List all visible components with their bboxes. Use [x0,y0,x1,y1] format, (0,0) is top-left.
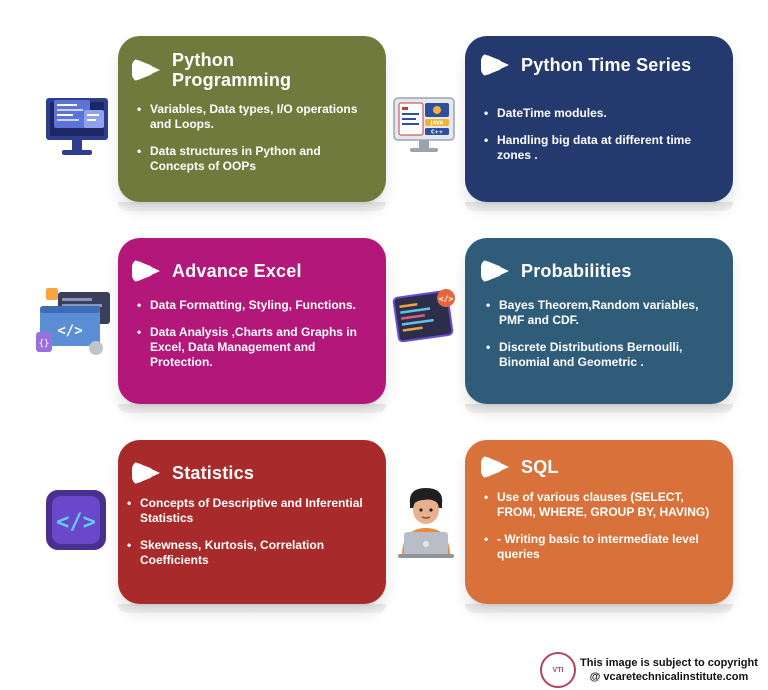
card-title: Python Programming [172,50,292,90]
list-item: Concepts of Descriptive and Inferential … [126,496,376,526]
monitor-charts-icon: JAVA C++ [392,96,456,161]
website-link[interactable]: @ vcaretechnicalinstitute.com [589,671,749,683]
bullet-list: Use of various clauses (SELECT, FROM, WH… [483,490,723,574]
list-item: Data Formatting, Styling, Functions. [136,298,381,313]
list-item: Variables, Data types, I/O operations an… [136,102,376,132]
play-icon [134,258,160,284]
play-icon [483,258,509,284]
copyright-footer: VTI This image is subject to copyright @… [540,652,758,688]
card-probabilities: Probabilities Bayes Theorem,Random varia… [465,238,733,413]
card-title: SQL [521,457,559,477]
code-brackets-icon: </> [44,488,108,557]
code-editor-icon: </> [392,286,458,351]
card-sql: SQL Use of various clauses (SELECT, FROM… [465,440,733,613]
copyright-text: This image is subject to copyright @ vca… [580,657,758,683]
bullet-list: Bayes Theorem,Random variables, PMF and … [485,298,725,382]
play-icon [134,57,160,83]
list-item: Handling big data at different time zone… [483,133,723,163]
list-item: - Writing basic to intermediate level qu… [483,532,723,562]
svg-text:{}: {} [39,339,50,349]
web-code-icon: </> {} [32,288,112,365]
bullet-list: Data Formatting, Styling, Functions. Dat… [136,298,381,382]
card-title: Probabilities [521,261,632,281]
list-item: Data structures in Python and Concepts o… [136,144,376,174]
card-python-time-series: Python Time Series DateTime modules. Han… [465,36,733,211]
vti-logo: VTI [540,652,576,688]
card-title: Python Time Series [521,55,692,75]
computer-code-icon [44,96,112,165]
card-python-programming: Python Programming Variables, Data types… [118,36,386,211]
java-label: JAVA [430,121,444,127]
list-item: DateTime modules. [483,106,723,121]
svg-text:</>: </> [56,510,96,535]
list-item: Data Analysis ,Charts and Graphs in Exce… [136,325,381,370]
play-icon [483,454,509,480]
person-laptop-icon [394,482,458,563]
play-icon [134,460,160,486]
card-advance-excel: Advance Excel Data Formatting, Styling, … [118,238,386,413]
bullet-list: DateTime modules. Handling big data at d… [483,106,723,175]
list-item: Use of various clauses (SELECT, FROM, WH… [483,490,723,520]
play-icon [483,52,509,78]
card-statistics: Statistics Concepts of Descriptive and I… [118,440,386,613]
svg-text:</>: </> [57,323,82,339]
list-item: Skewness, Kurtosis, Correlation Coeffici… [126,538,376,568]
card-title: Statistics [172,463,255,483]
cpp-label: C++ [431,130,443,136]
bullet-list: Variables, Data types, I/O operations an… [136,102,376,186]
card-title: Advance Excel [172,261,302,281]
svg-text:</>: </> [439,295,454,304]
list-item: Bayes Theorem,Random variables, PMF and … [485,298,725,328]
bullet-list: Concepts of Descriptive and Inferential … [126,496,376,580]
list-item: Discrete Distributions Bernoulli, Binomi… [485,340,725,370]
